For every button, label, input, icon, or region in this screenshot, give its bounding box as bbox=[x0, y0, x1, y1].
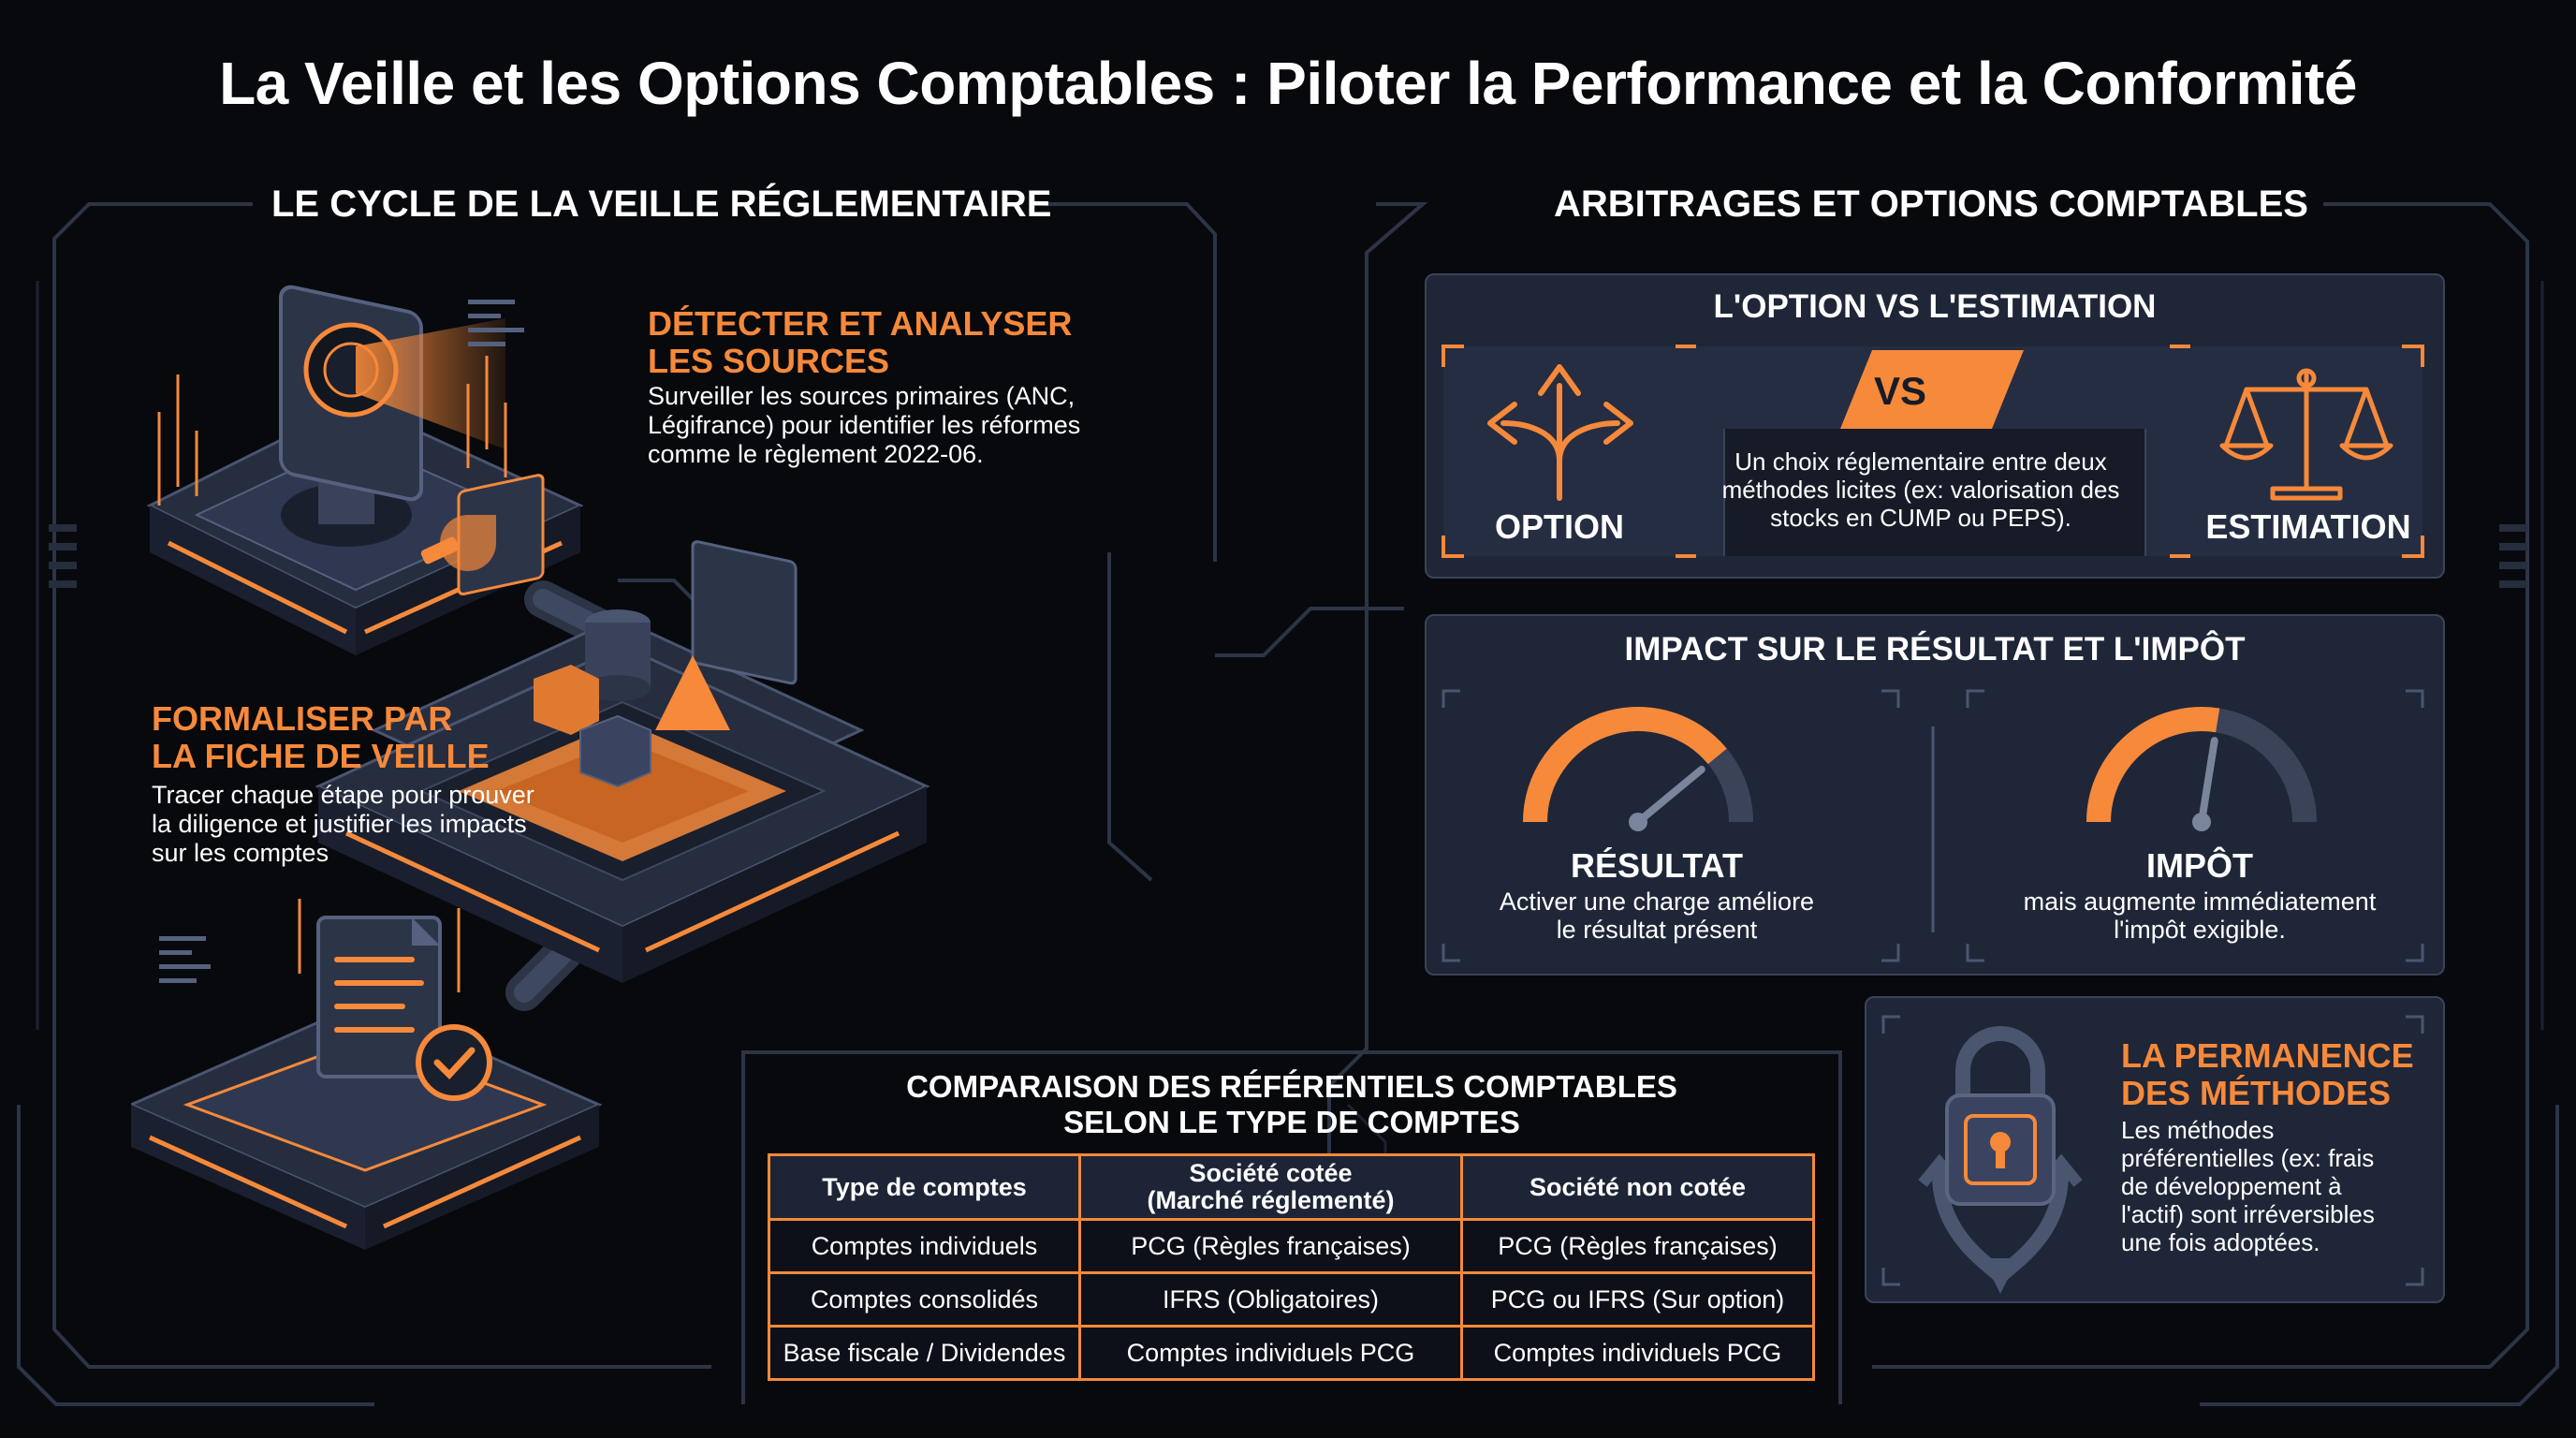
permanence-title: LA PERMANENCE DES MÉTHODES bbox=[2121, 1036, 2414, 1112]
resultat-gauge-icon bbox=[1523, 707, 1753, 831]
vs-label: VS bbox=[1873, 369, 1927, 413]
step2-title: FORMALISER PAR LA FICHE DE VEILLE bbox=[152, 699, 490, 775]
branching-arrows-icon bbox=[1487, 364, 1633, 501]
vs-badge bbox=[1840, 350, 2024, 429]
gauge-fill bbox=[2086, 707, 2220, 823]
option-label: OPTION bbox=[1494, 507, 1624, 546]
table-cell: Comptes individuels PCG bbox=[1078, 1325, 1463, 1381]
veille-cycle-illustration bbox=[131, 285, 930, 1250]
table-row: Comptes individuels PCG (Règles français… bbox=[768, 1218, 1815, 1274]
resultat-description: Activer une charge améliore le résultat … bbox=[1499, 888, 1815, 944]
monitor-scan-icon bbox=[146, 285, 584, 655]
right-section-title: ARBITRAGES ET OPTIONS COMPTABLES bbox=[1554, 183, 2308, 225]
table-row: Comptes consolidés IFRS (Obligatoires) P… bbox=[768, 1271, 1815, 1328]
processor-hub-icon bbox=[315, 474, 930, 983]
comparison-table: Type de comptes Société cotée (Marché ré… bbox=[768, 1153, 1815, 1381]
table-header-row: Type de comptes Société cotée (Marché ré… bbox=[768, 1153, 1815, 1221]
permanence-description: Les méthodes préférentielles (ex: frais … bbox=[2121, 1116, 2375, 1256]
header-societe-cotee: Société cotée (Marché réglementé) bbox=[1078, 1153, 1463, 1221]
table-cell: Comptes individuels bbox=[768, 1218, 1081, 1274]
table-cell: IFRS (Obligatoires) bbox=[1078, 1271, 1463, 1328]
impact-panel-graphics bbox=[1442, 689, 2424, 962]
gauge-fill bbox=[1523, 707, 1727, 823]
step2-description: Tracer chaque étape pour prouver la dili… bbox=[152, 781, 534, 867]
page-title: La Veille et les Options Comptables : Pi… bbox=[219, 50, 2357, 117]
table-cell: Base fiscale / Dividendes bbox=[768, 1325, 1081, 1381]
header-type-comptes: Type de comptes bbox=[768, 1153, 1081, 1221]
gauge-hub bbox=[2192, 813, 2211, 831]
table-cell: PCG ou IFRS (Sur option) bbox=[1460, 1271, 1815, 1328]
left-section-title: LE CYCLE DE LA VEILLE RÉGLEMENTAIRE bbox=[271, 183, 1052, 225]
table-cell: Comptes individuels PCG bbox=[1460, 1325, 1815, 1381]
resultat-label: RÉSULTAT bbox=[1571, 846, 1743, 885]
option-panel-graphics bbox=[1442, 345, 2424, 558]
scales-icon bbox=[2219, 368, 2393, 501]
gauge-needle bbox=[1634, 765, 1705, 826]
gauge-needle bbox=[2198, 737, 2218, 826]
impot-gauge-icon bbox=[2086, 707, 2317, 831]
step1-description: Surveiller les sources primaires (ANC, L… bbox=[648, 382, 1081, 468]
option-panel-title: L'OPTION VS L'ESTIMATION bbox=[1713, 288, 2157, 325]
permanence-panel-graphics bbox=[1881, 1015, 2424, 1294]
comparison-title: COMPARAISON DES RÉFÉRENTIELS COMPTABLES … bbox=[906, 1069, 1677, 1139]
header-societe-non-cotee: Société non cotée bbox=[1460, 1153, 1815, 1221]
option-description: Un choix réglementaire entre deux méthod… bbox=[1721, 448, 2120, 532]
table-cell: PCG (Règles françaises) bbox=[1078, 1218, 1463, 1274]
document-check-icon bbox=[131, 899, 603, 1250]
padlock-anchor-icon bbox=[1918, 1026, 2083, 1294]
table-cell: PCG (Règles françaises) bbox=[1460, 1218, 1815, 1274]
table-row: Base fiscale / Dividendes Comptes indivi… bbox=[768, 1325, 1815, 1381]
gauge-hub bbox=[1629, 813, 1647, 831]
estimation-label: ESTIMATION bbox=[2205, 507, 2411, 546]
step1-title: DÉTECTER ET ANALYSER LES SOURCES bbox=[648, 304, 1073, 380]
comparison-frame bbox=[741, 1050, 1842, 1404]
impot-label: IMPÔT bbox=[2146, 846, 2253, 885]
impot-description: mais augmente immédiatement l'impôt exig… bbox=[2023, 888, 2377, 944]
impact-panel-title: IMPACT SUR LE RÉSULTAT ET L'IMPÔT bbox=[1624, 631, 2246, 668]
table-cell: Comptes consolidés bbox=[768, 1271, 1081, 1328]
impact-panel: IMPACT SUR LE RÉSULTAT ET L'IMPÔT bbox=[1425, 614, 2445, 976]
